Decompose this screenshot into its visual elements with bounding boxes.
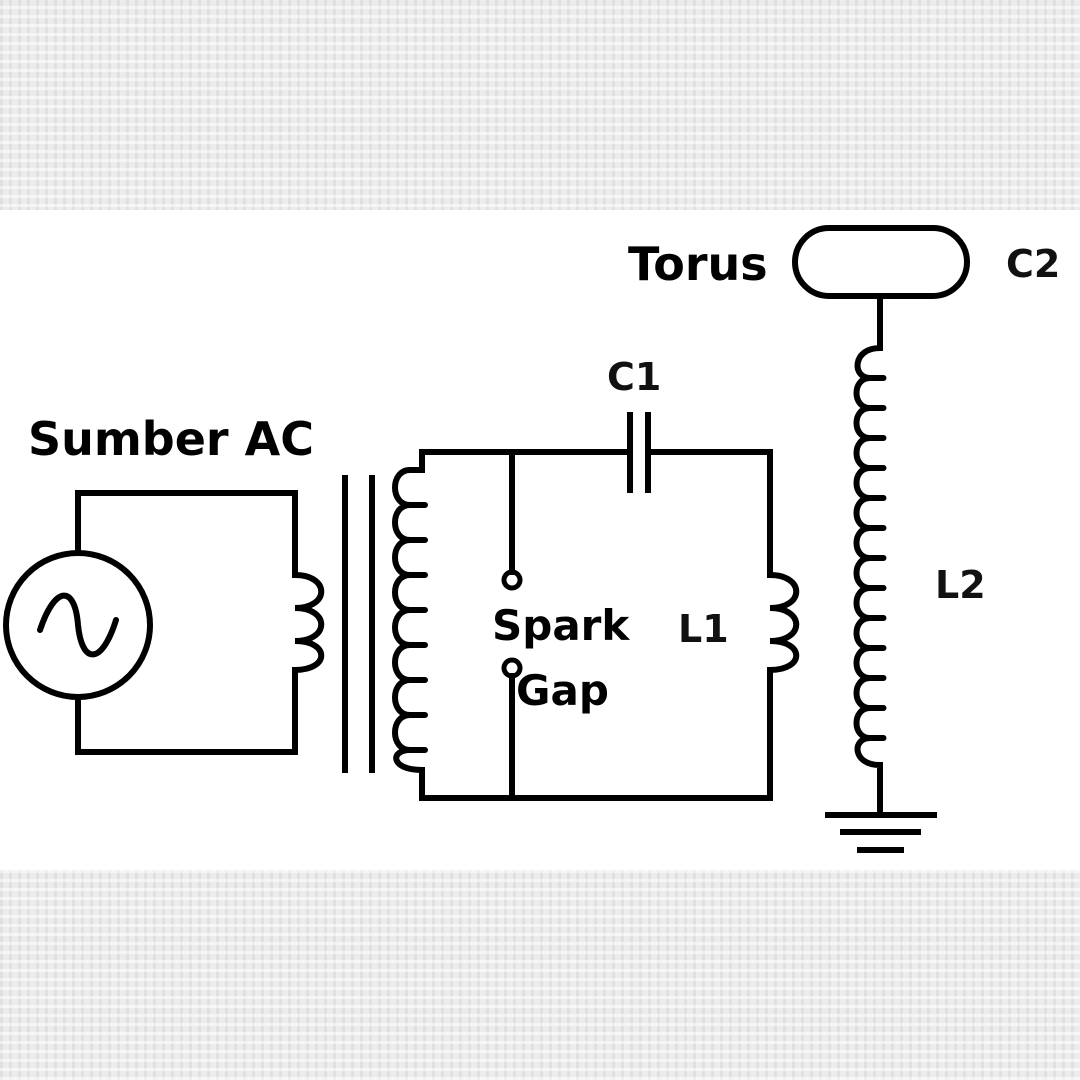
spark-gap-label-line2: Gap [516,666,609,715]
ac-source-symbol [3,550,153,700]
transformer-primary-coil [291,571,325,674]
spark-gap-label-line1: Spark [492,601,630,650]
source-label: Sumber AC [28,412,314,466]
c1-label: C1 [607,355,661,399]
l2-label: L2 [935,563,986,607]
c2-label: C2 [1006,242,1060,286]
secondary-wire-loop [419,449,773,801]
torus-label: Torus [628,237,768,291]
l1-label: L1 [678,607,729,651]
secondary-coil-l2 [853,293,887,818]
tesla-coil-circuit-diagram: Sumber AC Torus C2 C1 Spark Gap L1 L2 [3,225,1060,853]
transformer-secondary-coil [392,467,428,774]
source-wire-loop [75,490,298,755]
transformer-core [342,475,375,773]
capacitor-c1-symbol [627,412,651,493]
spark-gap-symbol [501,449,523,801]
primary-coil-l1 [766,571,800,674]
circuit-panel: Sumber AC Torus C2 C1 Spark Gap L1 L2 [0,210,1080,870]
torus-symbol [792,225,970,299]
ground-symbol [825,812,937,853]
